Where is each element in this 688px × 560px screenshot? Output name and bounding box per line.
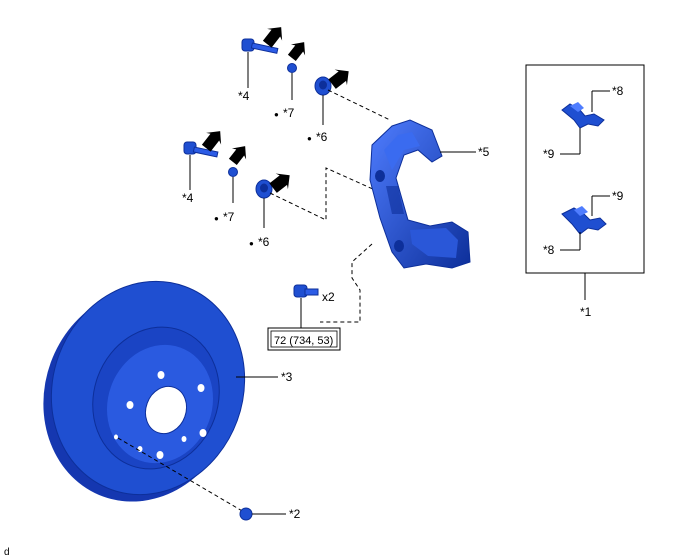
label-9b: *9 <box>612 189 624 203</box>
label-1: *1 <box>580 305 592 319</box>
boot-icon <box>287 63 297 73</box>
bolt-shank <box>250 42 279 54</box>
pad-support-plate-lower <box>561 206 607 235</box>
bracket-bolt <box>293 284 319 298</box>
label-4a: *4 <box>238 89 250 103</box>
rotor-hole <box>181 436 187 442</box>
caliper-bracket <box>369 119 471 269</box>
label-6b: *6 <box>258 235 270 249</box>
brake-rotor <box>43 280 246 502</box>
arrow-icon <box>287 42 306 61</box>
rotor-hole <box>199 429 207 437</box>
dot-6b: ● <box>249 239 254 248</box>
bolt-quantity: x2 <box>322 290 335 304</box>
dot-7a: ● <box>274 110 279 119</box>
label-5: *5 <box>478 145 490 159</box>
label-7a: *7 <box>283 106 295 120</box>
align-line-screw <box>117 437 245 513</box>
boot-upper <box>287 63 297 73</box>
label-3: *3 <box>281 370 293 384</box>
label-6a: *6 <box>316 130 328 144</box>
guide-pin-bolt-lower <box>183 141 219 158</box>
label-8a: *8 <box>612 84 624 98</box>
boot-icon <box>228 167 238 177</box>
dot-6a: ● <box>307 134 312 143</box>
arrow-icon <box>269 173 290 193</box>
bushing-upper <box>314 76 332 96</box>
rotor-hole <box>156 451 164 459</box>
arrow-icon <box>328 69 349 89</box>
boot-lower <box>228 167 238 177</box>
rotor-hole <box>114 434 118 440</box>
rotor-screw <box>239 507 253 521</box>
label-4b: *4 <box>182 191 194 205</box>
label-7b: *7 <box>223 210 235 224</box>
torque-spec: 72 (734, 53) <box>274 335 333 347</box>
screw-icon <box>239 507 253 521</box>
pad-kit-frame <box>525 64 645 274</box>
corner-mark: d <box>4 547 10 558</box>
align-line-lower <box>269 167 376 221</box>
rotor-hole <box>197 384 205 392</box>
arrow-icon <box>228 146 247 165</box>
align-line-bracket <box>320 243 373 323</box>
dot-7b: ● <box>214 214 219 223</box>
arrow-icon <box>262 27 283 48</box>
label-2: *2 <box>289 507 301 521</box>
label-8b: *8 <box>543 243 555 257</box>
rotor-hole <box>157 371 165 379</box>
bushing-lower <box>255 179 273 199</box>
guide-pin-bolt-upper <box>241 38 279 54</box>
label-9a: *9 <box>543 147 555 161</box>
align-line-upper <box>327 89 391 121</box>
pad-support-plate-upper <box>561 102 605 129</box>
torque-box-inner <box>270 330 338 348</box>
rotor-hole <box>137 446 143 452</box>
arrow-icon <box>201 131 222 152</box>
rotor-hole <box>126 401 134 409</box>
